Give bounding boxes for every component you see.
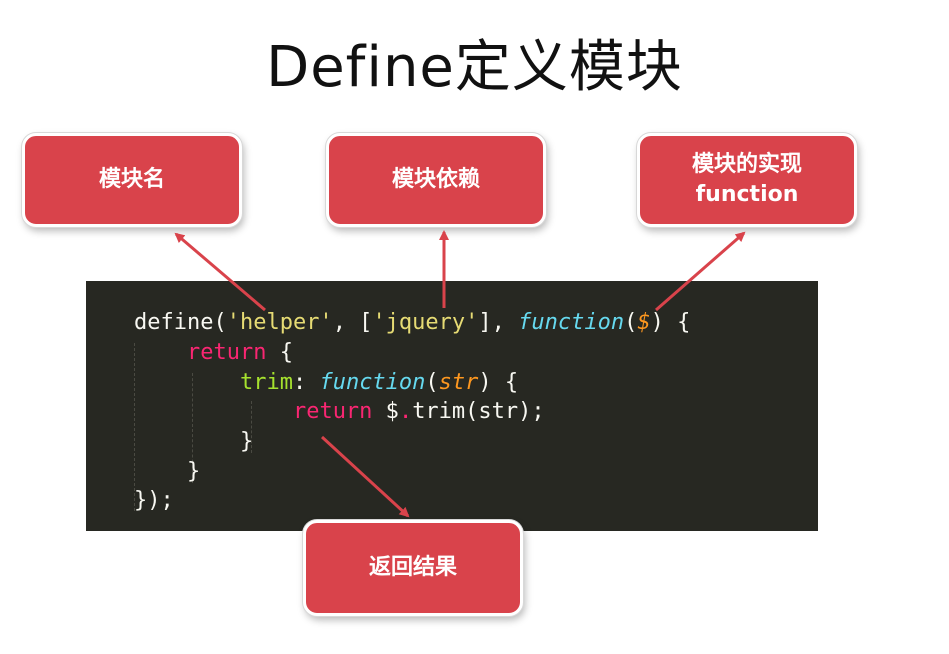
code-token: : [292,370,320,395]
code-token: ) { [478,370,519,395]
indent-guide [251,401,252,453]
code-token: function [319,370,426,395]
code-token: function [518,310,625,335]
callout-return-result: 返回结果 [303,520,523,616]
code-line-1: define('helper', ['jquery'], function($)… [134,308,690,338]
code-token: $ [637,310,651,335]
code-block: define('helper', ['jquery'], function($)… [86,281,818,531]
code-line-3: trim: function(str) { [134,368,518,398]
code-token: . [398,399,413,424]
code-token: , [ [332,310,373,335]
code-token: 'jquery' [372,310,479,335]
indent-guide [192,373,193,483]
code-token: trim(str); [412,399,545,424]
code-token [134,399,293,424]
code-token: ( [624,310,638,335]
code-line-2: return { [134,338,293,368]
code-token: { [266,340,293,365]
code-token: define( [134,310,227,335]
code-token: }); [134,488,174,513]
callout-module-impl-label: 模块的实现 [691,152,802,178]
indent-guide [134,343,135,511]
code-token: ( [425,370,439,395]
code-token [134,370,240,395]
callout-module-impl-sublabel: function [695,182,799,207]
callout-module-deps: 模块依赖 [326,133,546,227]
code-token: $ [372,399,399,424]
callout-module-name: 模块名 [22,133,242,227]
slide-title: Define定义模块 [266,35,683,100]
code-line-6: } [134,457,200,487]
callout-module-impl: 模块的实现 function [637,133,857,227]
code-token [134,340,187,365]
code-token: } [134,459,201,484]
code-token: } [134,429,254,454]
code-token: return [186,340,267,365]
code-token: trim [239,370,293,395]
code-line-7: }); [134,486,174,516]
code-token: ) { [650,310,691,335]
code-token: 'helper' [226,310,333,335]
code-line-5: } [134,427,253,457]
code-line-4: return $.trim(str); [134,397,545,427]
callout-module-name-label: 模块名 [98,167,165,193]
code-token: str [438,370,479,395]
callout-return-result-label: 返回结果 [368,555,457,581]
code-token: ], [478,310,519,335]
code-token: return [292,399,373,424]
callout-module-deps-label: 模块依赖 [391,167,480,193]
